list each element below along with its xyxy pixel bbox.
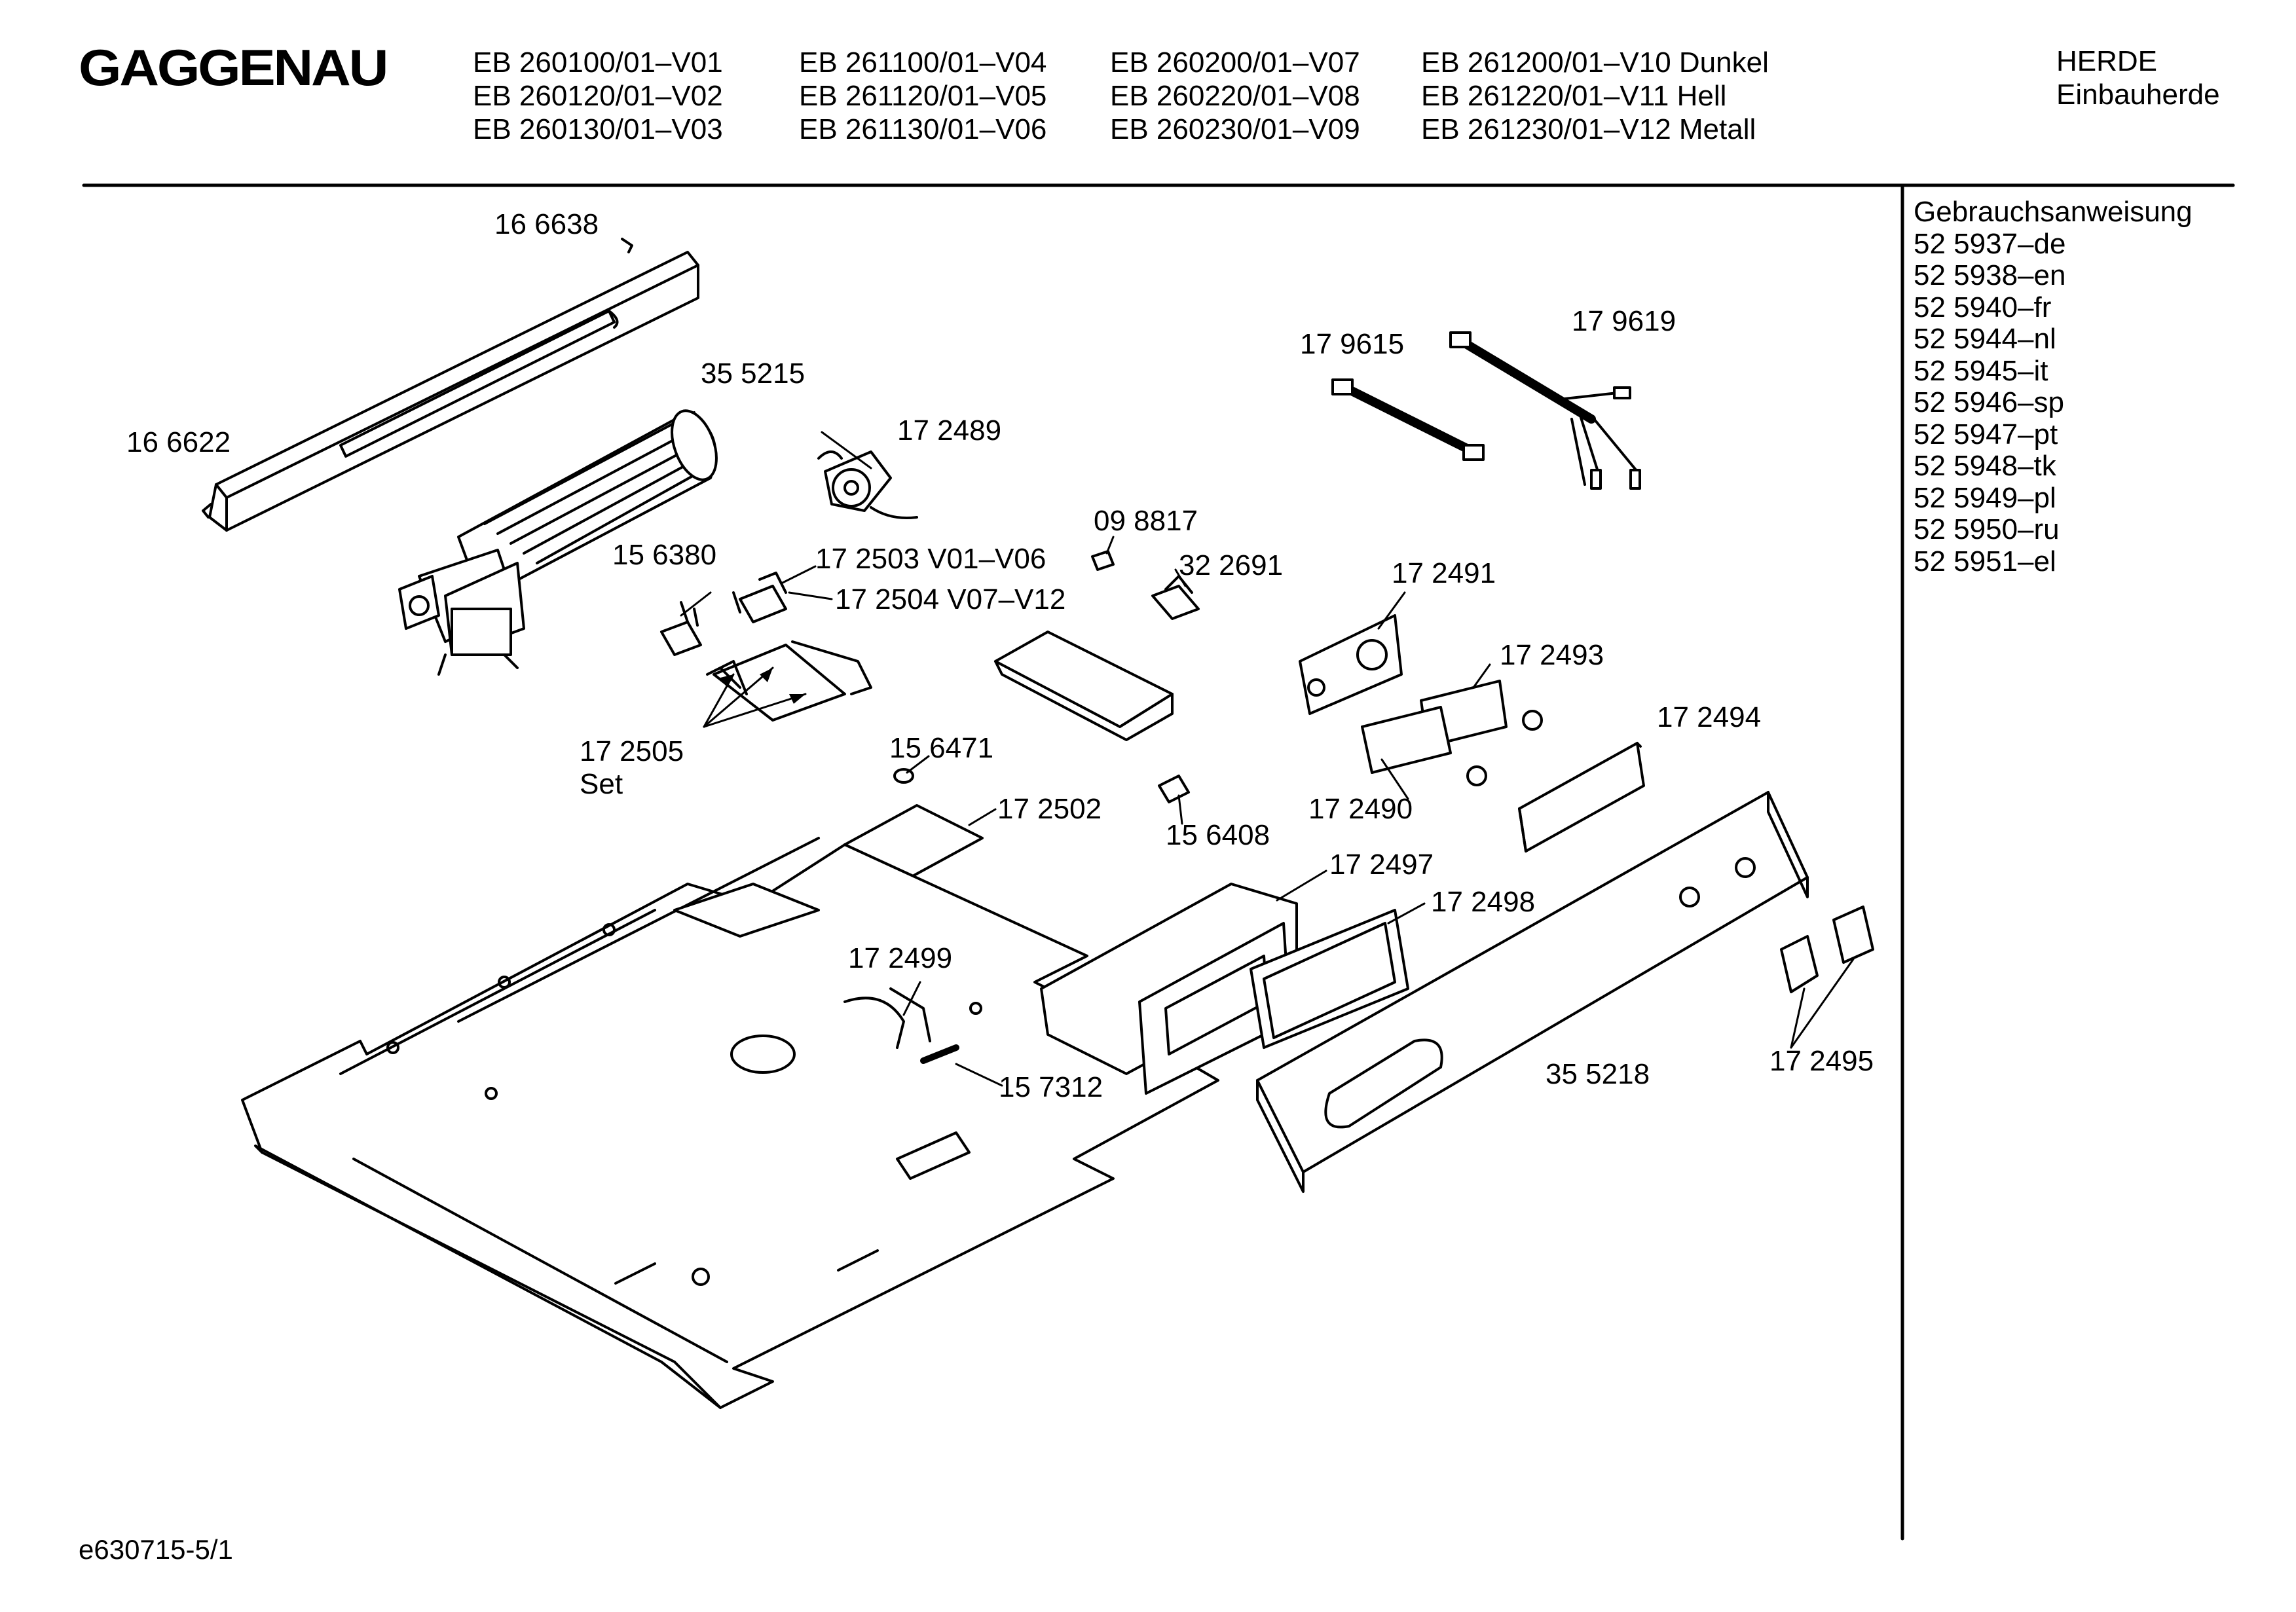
motor-part [817, 450, 918, 519]
part-label-172490: 17 2490 [1308, 793, 1413, 825]
category-subtitle: Einbauherde [2056, 79, 2220, 111]
model-column-1: EB 260100/01–V01 EB 260120/01–V02 EB 260… [473, 46, 723, 146]
manual-list: Gebrauchsanweisung 52 5937–de 52 5938–en… [1914, 196, 2193, 577]
part-label-179619: 17 9619 [1572, 305, 1676, 337]
part-label-172504: 17 2504 V07–V12 [835, 583, 1065, 615]
manual-item: 52 5944–nl [1914, 323, 2056, 355]
relay-part [732, 572, 787, 623]
front-frame [1518, 742, 1645, 852]
part-label-172505: 17 2505 [580, 735, 684, 767]
model-number: EB 260220/01–V08 [1110, 80, 1360, 112]
model-number: EB 260230/01–V09 [1110, 113, 1360, 145]
model-number: EB 261200/01–V10 Dunkel [1421, 46, 1769, 79]
manual-item: 52 5937–de [1914, 227, 2066, 260]
part-label-172494: 17 2494 [1657, 701, 1761, 733]
category-title: HERDE [2056, 45, 2158, 77]
model-column-2: EB 261100/01–V04 EB 261120/01–V05 EB 261… [799, 46, 1046, 146]
part-label-172505-set: Set [580, 768, 623, 800]
cover-plate [994, 631, 1174, 741]
cable-harnesses [1331, 331, 1641, 490]
manual-item: 52 5946–sp [1914, 386, 2064, 418]
model-number: EB 261220/01–V11 Hell [1421, 80, 1727, 112]
sensor-wire [843, 987, 959, 1064]
manual-item: 52 5950–ru [1914, 513, 2060, 545]
part-label-157312: 15 7312 [999, 1071, 1103, 1103]
part-label-172498: 17 2498 [1431, 886, 1535, 918]
model-number: EB 261120/01–V05 [799, 80, 1047, 112]
model-number: EB 261230/01–V12 Metall [1421, 113, 1756, 145]
display-gasket [1250, 909, 1409, 1049]
manual-item: 52 5951–el [1914, 545, 2056, 577]
model-number: EB 261130/01–V06 [799, 113, 1047, 145]
part-label-172497: 17 2497 [1329, 849, 1434, 881]
model-number: EB 260130/01–V03 [473, 113, 723, 145]
base-plate [241, 837, 1219, 1409]
bracket-set [706, 640, 872, 722]
front-panel [1256, 791, 1809, 1193]
part-label-179615: 17 9615 [1300, 328, 1404, 360]
manual-item: 52 5938–en [1914, 259, 2066, 291]
part-label-156408: 15 6408 [1166, 819, 1270, 851]
manual-title: Gebrauchsanweisung [1914, 196, 2193, 228]
part-label-172503: 17 2503 V01–V06 [815, 543, 1046, 575]
model-number: EB 260120/01–V02 [473, 80, 723, 112]
arrow-heads [720, 668, 805, 704]
leader-lines [680, 431, 1855, 1087]
model-column-3: EB 260200/01–V07 EB 260220/01–V08 EB 260… [1110, 46, 1360, 146]
part-label-355218: 35 5218 [1546, 1058, 1650, 1090]
brand-logo: GAGGENAU [79, 39, 388, 96]
part-label-172491: 17 2491 [1392, 557, 1496, 589]
thermostat-part [1158, 775, 1190, 803]
part-label-172493: 17 2493 [1500, 639, 1604, 671]
part-label-355215: 35 5215 [701, 357, 805, 390]
model-number: EB 261100/01–V04 [799, 46, 1047, 79]
part-label-098817: 09 8817 [1094, 505, 1198, 537]
manual-item: 52 5940–fr [1914, 291, 2052, 323]
part-label-322691: 32 2691 [1179, 549, 1283, 581]
model-column-4: EB 261200/01–V10 Dunkel EB 261220/01–V11… [1421, 46, 1769, 146]
part-label-166638: 16 6638 [494, 208, 599, 240]
display-housing [1040, 883, 1298, 1095]
manual-item: 52 5949–pl [1914, 481, 2056, 514]
part-label-172502: 17 2502 [997, 793, 1102, 825]
manual-item: 52 5948–tk [1914, 450, 2056, 482]
model-number: EB 260100/01–V01 [473, 46, 723, 79]
control-knobs [1780, 906, 1874, 993]
model-number: EB 260200/01–V07 [1110, 46, 1360, 79]
part-label-166622: 16 6622 [126, 426, 231, 458]
control-panel-board [1299, 614, 1403, 715]
part-label-172495: 17 2495 [1769, 1045, 1874, 1077]
tangential-fan [398, 409, 718, 676]
clip-part [660, 601, 702, 656]
part-label-172499: 17 2499 [848, 942, 952, 974]
document-id: e630715-5/1 [79, 1534, 233, 1565]
part-label-172489: 17 2489 [897, 414, 1001, 447]
part-label-156380: 15 6380 [612, 539, 716, 571]
manual-item: 52 5947–pt [1914, 418, 2058, 450]
rail-part [202, 238, 699, 532]
manual-item: 52 5945–it [1914, 354, 2048, 387]
part-label-156471: 15 6471 [889, 732, 993, 764]
part-labels: 16 6638 16 6622 35 5215 17 2489 17 9615 … [126, 208, 1874, 1103]
